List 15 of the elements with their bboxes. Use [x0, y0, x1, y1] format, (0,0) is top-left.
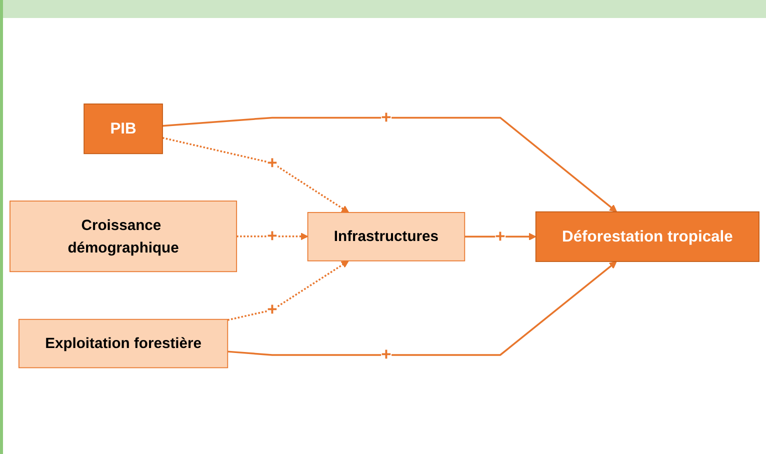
node-box: Croissance démographique: [10, 200, 238, 272]
node-box: PIB: [84, 104, 163, 154]
node-box: Exploitation forestière: [18, 318, 228, 368]
edge-label: +: [267, 226, 278, 246]
arrow: [162, 136, 350, 213]
edge-label: +: [381, 108, 392, 128]
edge-label: +: [381, 345, 392, 365]
arrow: [162, 116, 618, 212]
edge-label: +: [267, 300, 278, 320]
arrow: [236, 232, 308, 240]
node-box: Déforestation tropicale: [535, 211, 760, 262]
edge-label: +: [495, 227, 506, 246]
edge-label: +: [267, 153, 278, 173]
node-box: Infrastructures: [307, 212, 466, 262]
arrow: [228, 261, 617, 356]
